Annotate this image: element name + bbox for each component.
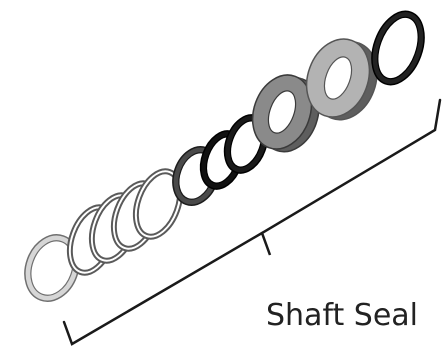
rotating-seal-face (251, 74, 320, 153)
diagram-caption: Shaft Seal (266, 298, 418, 333)
snap-ring (24, 234, 80, 302)
snap-ring-bore (30, 240, 74, 296)
assembly-bracket (62, 98, 442, 346)
seat-o-ring (371, 10, 425, 86)
seal-components (24, 10, 425, 302)
spring-coil-4 (132, 168, 184, 240)
seat-o-ring-bore (377, 16, 419, 80)
stationary-seat (305, 38, 378, 121)
spring-coil-4-bore (136, 172, 180, 236)
rotating-seal-face-bore (267, 90, 297, 134)
stationary-seat-bore (323, 56, 353, 100)
